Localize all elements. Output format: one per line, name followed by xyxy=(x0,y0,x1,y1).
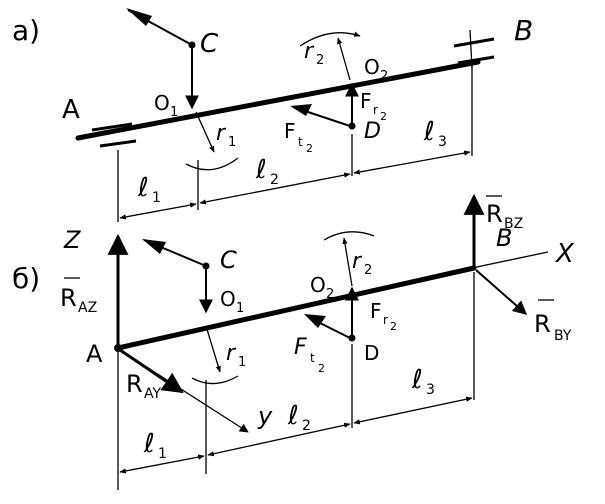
bearing-b-symbol xyxy=(453,29,495,69)
reaction-rby-arrow xyxy=(475,269,528,315)
label-ft-b-sub2: 2 xyxy=(318,362,325,375)
label-r2-b: r xyxy=(352,249,363,274)
label-o1-a-sub: 1 xyxy=(170,105,178,120)
shaft-b xyxy=(115,265,477,351)
label-raz-sub: AZ xyxy=(78,300,97,316)
label-l3-b: ℓ xyxy=(411,365,423,395)
panel-b-label: б) xyxy=(12,262,40,295)
panel-a-label: а) xyxy=(12,14,40,47)
label-r1-b-sub: 1 xyxy=(238,355,246,370)
label-d-a: D xyxy=(364,119,381,144)
point-d-a xyxy=(348,122,356,130)
arc-gear1-b xyxy=(191,375,239,385)
label-r2-a-sub: 2 xyxy=(316,53,324,68)
label-l2-a: ℓ xyxy=(255,155,267,185)
label-l3-b-sub: 3 xyxy=(426,382,435,398)
label-z-axis: Z xyxy=(63,226,81,254)
label-a-top: A xyxy=(62,95,80,125)
label-fr-b-sub: r xyxy=(383,313,388,327)
label-o1-b: O xyxy=(220,287,236,311)
label-r1-a-sub: 1 xyxy=(228,135,236,150)
panel-b: б) X Z R AZ A R AY y R BZ B R BY C xyxy=(12,193,575,490)
label-o1-a: O xyxy=(154,91,170,115)
arrow-head-c-b xyxy=(142,239,166,254)
x-axis-line xyxy=(471,251,549,269)
label-o2-b-sub: 2 xyxy=(326,287,334,302)
label-ft-a-sub: t xyxy=(298,135,303,149)
label-r1-b: r xyxy=(226,341,237,366)
label-ft-a: F xyxy=(284,119,296,143)
shaft-a xyxy=(75,59,481,141)
label-l1-b-sub: 1 xyxy=(158,446,167,462)
label-r2-b-sub: 2 xyxy=(364,263,372,278)
label-ray-sub: AY xyxy=(144,386,161,402)
arc-gear1-a xyxy=(185,157,239,171)
label-l2-a-sub: 2 xyxy=(270,172,279,188)
label-l3-a-sub: 3 xyxy=(438,134,447,150)
arc-gear2-a xyxy=(299,31,361,47)
label-rby-sub: BY xyxy=(554,328,572,344)
label-ft-b: F xyxy=(294,335,307,360)
label-r2-a: r xyxy=(304,39,315,64)
label-l2-b: ℓ xyxy=(287,401,299,431)
label-fr-b: F xyxy=(370,299,382,323)
label-rbz-sub: BZ xyxy=(504,216,523,232)
r2-arrow-b xyxy=(342,237,353,287)
label-o2-a: O xyxy=(364,55,380,79)
arrow-head-c-a xyxy=(126,8,152,26)
label-ft-b-sub: t xyxy=(310,351,315,365)
arc-gear2-b xyxy=(323,231,375,241)
r1-arrow-b xyxy=(205,325,221,373)
r1-arrow-a xyxy=(195,111,215,153)
label-b-top: B xyxy=(514,14,533,47)
label-rbz: R xyxy=(486,200,503,228)
reaction-ray-arrow xyxy=(119,348,184,394)
label-l1-b: ℓ xyxy=(143,429,155,459)
label-o2-a-sub: 2 xyxy=(380,69,388,84)
label-l2-b-sub: 2 xyxy=(302,418,311,434)
label-x-axis: X xyxy=(554,239,575,269)
label-fr-a: F xyxy=(360,89,372,113)
label-l1-a: ℓ xyxy=(137,173,149,203)
label-o1-b-sub: 1 xyxy=(236,301,244,316)
label-rby: R xyxy=(534,310,551,338)
label-ray: R xyxy=(126,370,143,398)
label-y-axis: y xyxy=(257,402,273,430)
label-r1-a: r xyxy=(216,121,227,146)
label-l1-a-sub: 1 xyxy=(152,190,161,206)
label-d-b: D xyxy=(364,341,379,365)
label-l3-a: ℓ xyxy=(423,117,435,147)
panel-a: а) A B C O 1 r 1 r 2 O xyxy=(12,8,533,222)
label-o2-b: O xyxy=(310,273,326,297)
point-d-b xyxy=(348,334,356,342)
label-a-bottom: A xyxy=(86,340,103,368)
label-c-b: C xyxy=(220,246,237,274)
label-raz: R xyxy=(60,284,77,312)
label-ft-a-sub2: 2 xyxy=(306,142,313,155)
label-fr-a-sub2: 2 xyxy=(380,110,387,123)
bearing-a-symbol xyxy=(91,122,137,148)
label-c-a: C xyxy=(200,29,219,59)
dimensions-a xyxy=(117,66,473,222)
label-b-bottom: B xyxy=(496,224,512,252)
dimensions-b xyxy=(117,272,475,490)
r2-arrow-a xyxy=(337,37,351,81)
arrow-head-ft2-a xyxy=(290,104,312,116)
label-fr-b-sub2: 2 xyxy=(390,320,397,333)
arrow-head-ft2-b xyxy=(304,314,326,328)
label-fr-a-sub: r xyxy=(373,103,378,117)
